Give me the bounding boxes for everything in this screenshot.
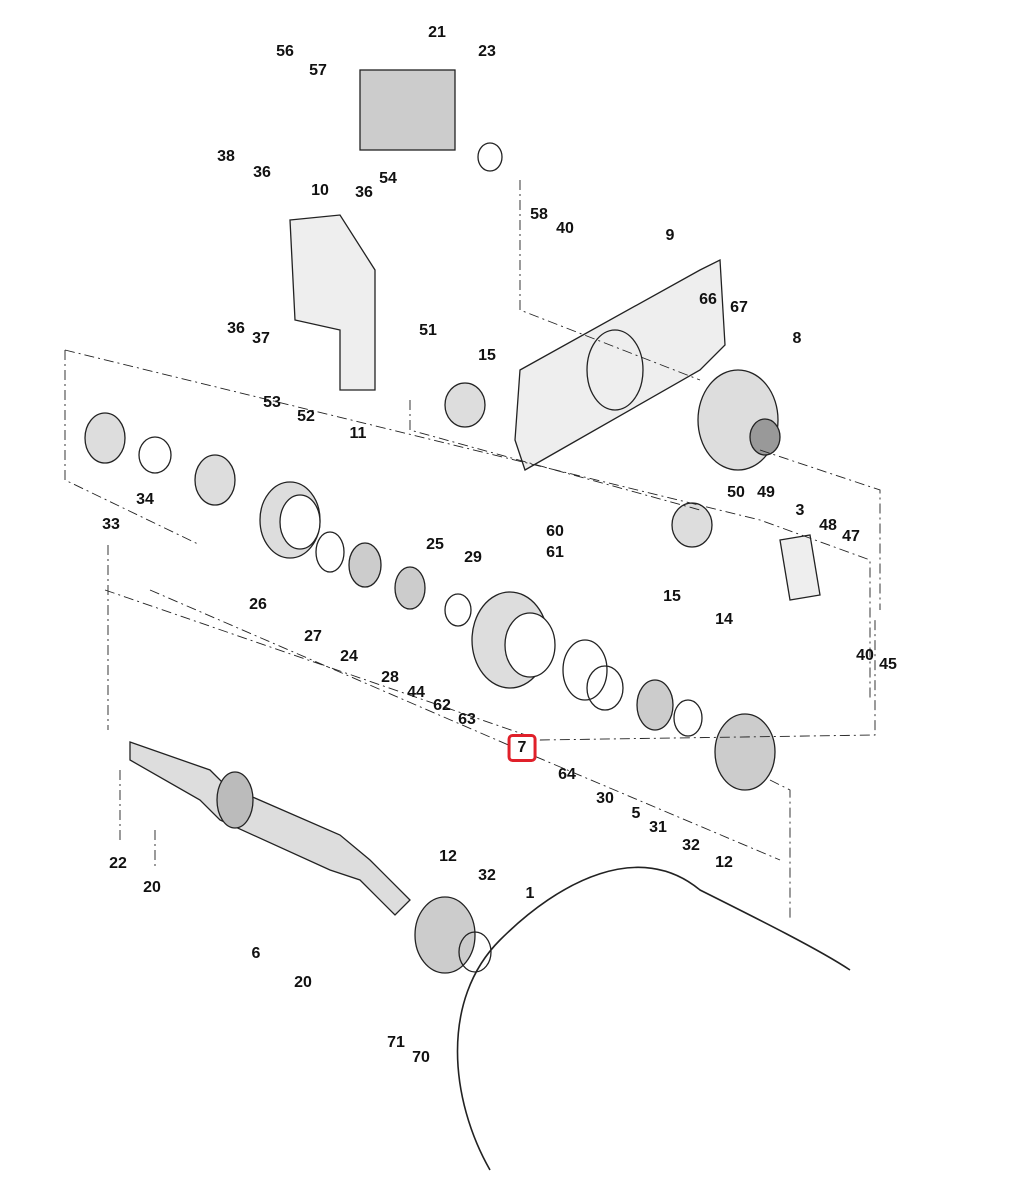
part-label: 40 — [856, 647, 874, 664]
part-label: 45 — [879, 656, 897, 673]
highlighted-part-label[interactable]: 7 — [507, 734, 537, 762]
part-label: 52 — [297, 408, 315, 425]
part-label: 12 — [439, 848, 457, 865]
part-label: 54 — [379, 170, 397, 187]
part-label: 70 — [412, 1049, 430, 1066]
part-label: 28 — [381, 669, 399, 686]
part-label: 8 — [792, 330, 802, 347]
shaft — [129, 741, 411, 916]
part-label: 25 — [426, 536, 444, 553]
part-label: 15 — [663, 588, 681, 605]
part-label: 1 — [525, 885, 535, 902]
part-label: 40 — [556, 220, 574, 237]
part-label: 29 — [464, 549, 482, 566]
part-label: 53 — [263, 394, 281, 411]
part-label: 34 — [136, 491, 154, 508]
part-label: 9 — [665, 227, 675, 244]
part-label: 24 — [340, 648, 358, 665]
part-label: 66 — [699, 291, 717, 308]
part-label: 23 — [478, 43, 496, 60]
leader-lines — [64, 180, 881, 920]
part-label: 20 — [294, 974, 312, 991]
part-label: 44 — [407, 684, 425, 701]
part-label: 32 — [478, 867, 496, 884]
part-label: 48 — [819, 517, 837, 534]
part-label: 5 — [631, 805, 641, 822]
part-label: 63 — [458, 711, 476, 728]
mounting-plate — [514, 258, 726, 471]
part-label: 11 — [349, 425, 367, 442]
part-label: 60 — [546, 523, 564, 540]
part-label: 51 — [419, 322, 437, 339]
part-label: 38 — [217, 148, 235, 165]
part-label: 20 — [143, 879, 161, 896]
part-label: 57 — [309, 62, 327, 79]
part-label: 67 — [730, 299, 748, 316]
part-label: 27 — [304, 628, 322, 645]
bracket — [289, 214, 376, 391]
part-label: 64 — [558, 766, 576, 783]
part-label: 22 — [109, 855, 127, 872]
part-label: 3 — [795, 502, 805, 519]
part-label: 61 — [546, 544, 564, 561]
part-label: 47 — [842, 528, 860, 545]
motor — [359, 69, 456, 151]
part-label: 26 — [249, 596, 267, 613]
part-label: 12 — [715, 854, 733, 871]
part-label: 56 — [276, 43, 294, 60]
part-label: 32 — [682, 837, 700, 854]
part-label: 36 — [355, 184, 373, 201]
part-label: 21 — [428, 24, 446, 41]
part-label: 10 — [311, 182, 329, 199]
part-label: 50 — [727, 484, 745, 501]
part-label: 37 — [252, 330, 270, 347]
part-label: 33 — [102, 516, 120, 533]
part-label: 15 — [478, 347, 496, 364]
part-label: 36 — [253, 164, 271, 181]
part-label: 58 — [530, 206, 548, 223]
part-label: 30 — [596, 790, 614, 807]
part-label: 31 — [649, 819, 667, 836]
part-label: 14 — [715, 611, 733, 628]
part-label: 36 — [227, 320, 245, 337]
part-label: 71 — [387, 1034, 405, 1051]
part-label: 6 — [251, 945, 261, 962]
part-label: 49 — [757, 484, 775, 501]
drum-outline — [456, 866, 851, 1171]
part-label: 62 — [433, 697, 451, 714]
